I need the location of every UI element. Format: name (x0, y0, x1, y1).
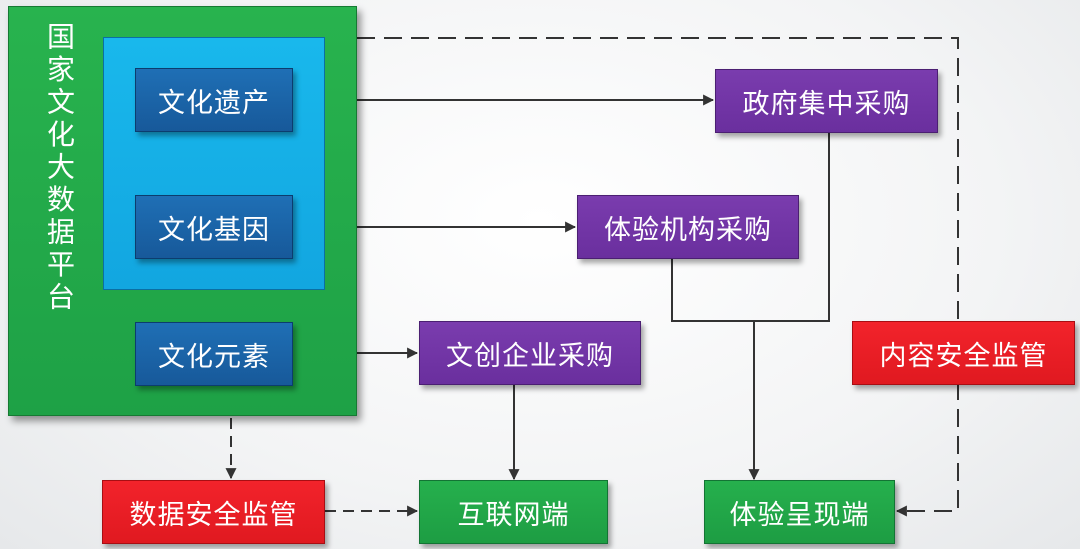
data-security-supervision-label: 数据安全监管 (129, 499, 298, 531)
internet-terminal-label: 互联网端 (457, 499, 570, 531)
culture-gene-box[interactable]: 文化基因 (135, 195, 293, 259)
internet-terminal-box[interactable]: 互联网端 (419, 480, 608, 544)
data-security-supervision-box[interactable]: 数据安全监管 (102, 480, 325, 544)
experience-display-terminal-label: 体验呈现端 (729, 499, 870, 531)
government-procurement-box[interactable]: 政府集中采购 (715, 69, 938, 133)
content-security-supervision-box[interactable]: 内容安全监管 (852, 321, 1075, 385)
government-procurement-label: 政府集中采购 (742, 88, 911, 120)
culture-element-label: 文化元素 (158, 341, 270, 373)
culture-element-box[interactable]: 文化元素 (135, 322, 293, 386)
creative-enterprise-procurement-label: 文创企业采购 (446, 340, 614, 372)
experience-org-procurement-label: 体验机构采购 (604, 214, 772, 246)
creative-enterprise-procurement-box[interactable]: 文创企业采购 (419, 321, 641, 385)
experience-display-terminal-box[interactable]: 体验呈现端 (704, 480, 895, 544)
dashed-platform-to-experience-display (357, 37, 959, 517)
connector-purchases-merge (671, 133, 830, 322)
culture-heritage-box[interactable]: 文化遗产 (135, 68, 293, 132)
platform-title: 国家文化大数据平台 (43, 22, 76, 315)
culture-gene-label: 文化基因 (158, 214, 270, 246)
content-security-supervision-label: 内容安全监管 (879, 340, 1048, 372)
experience-org-procurement-box[interactable]: 体验机构采购 (577, 195, 799, 259)
culture-heritage-label: 文化遗产 (158, 87, 270, 119)
